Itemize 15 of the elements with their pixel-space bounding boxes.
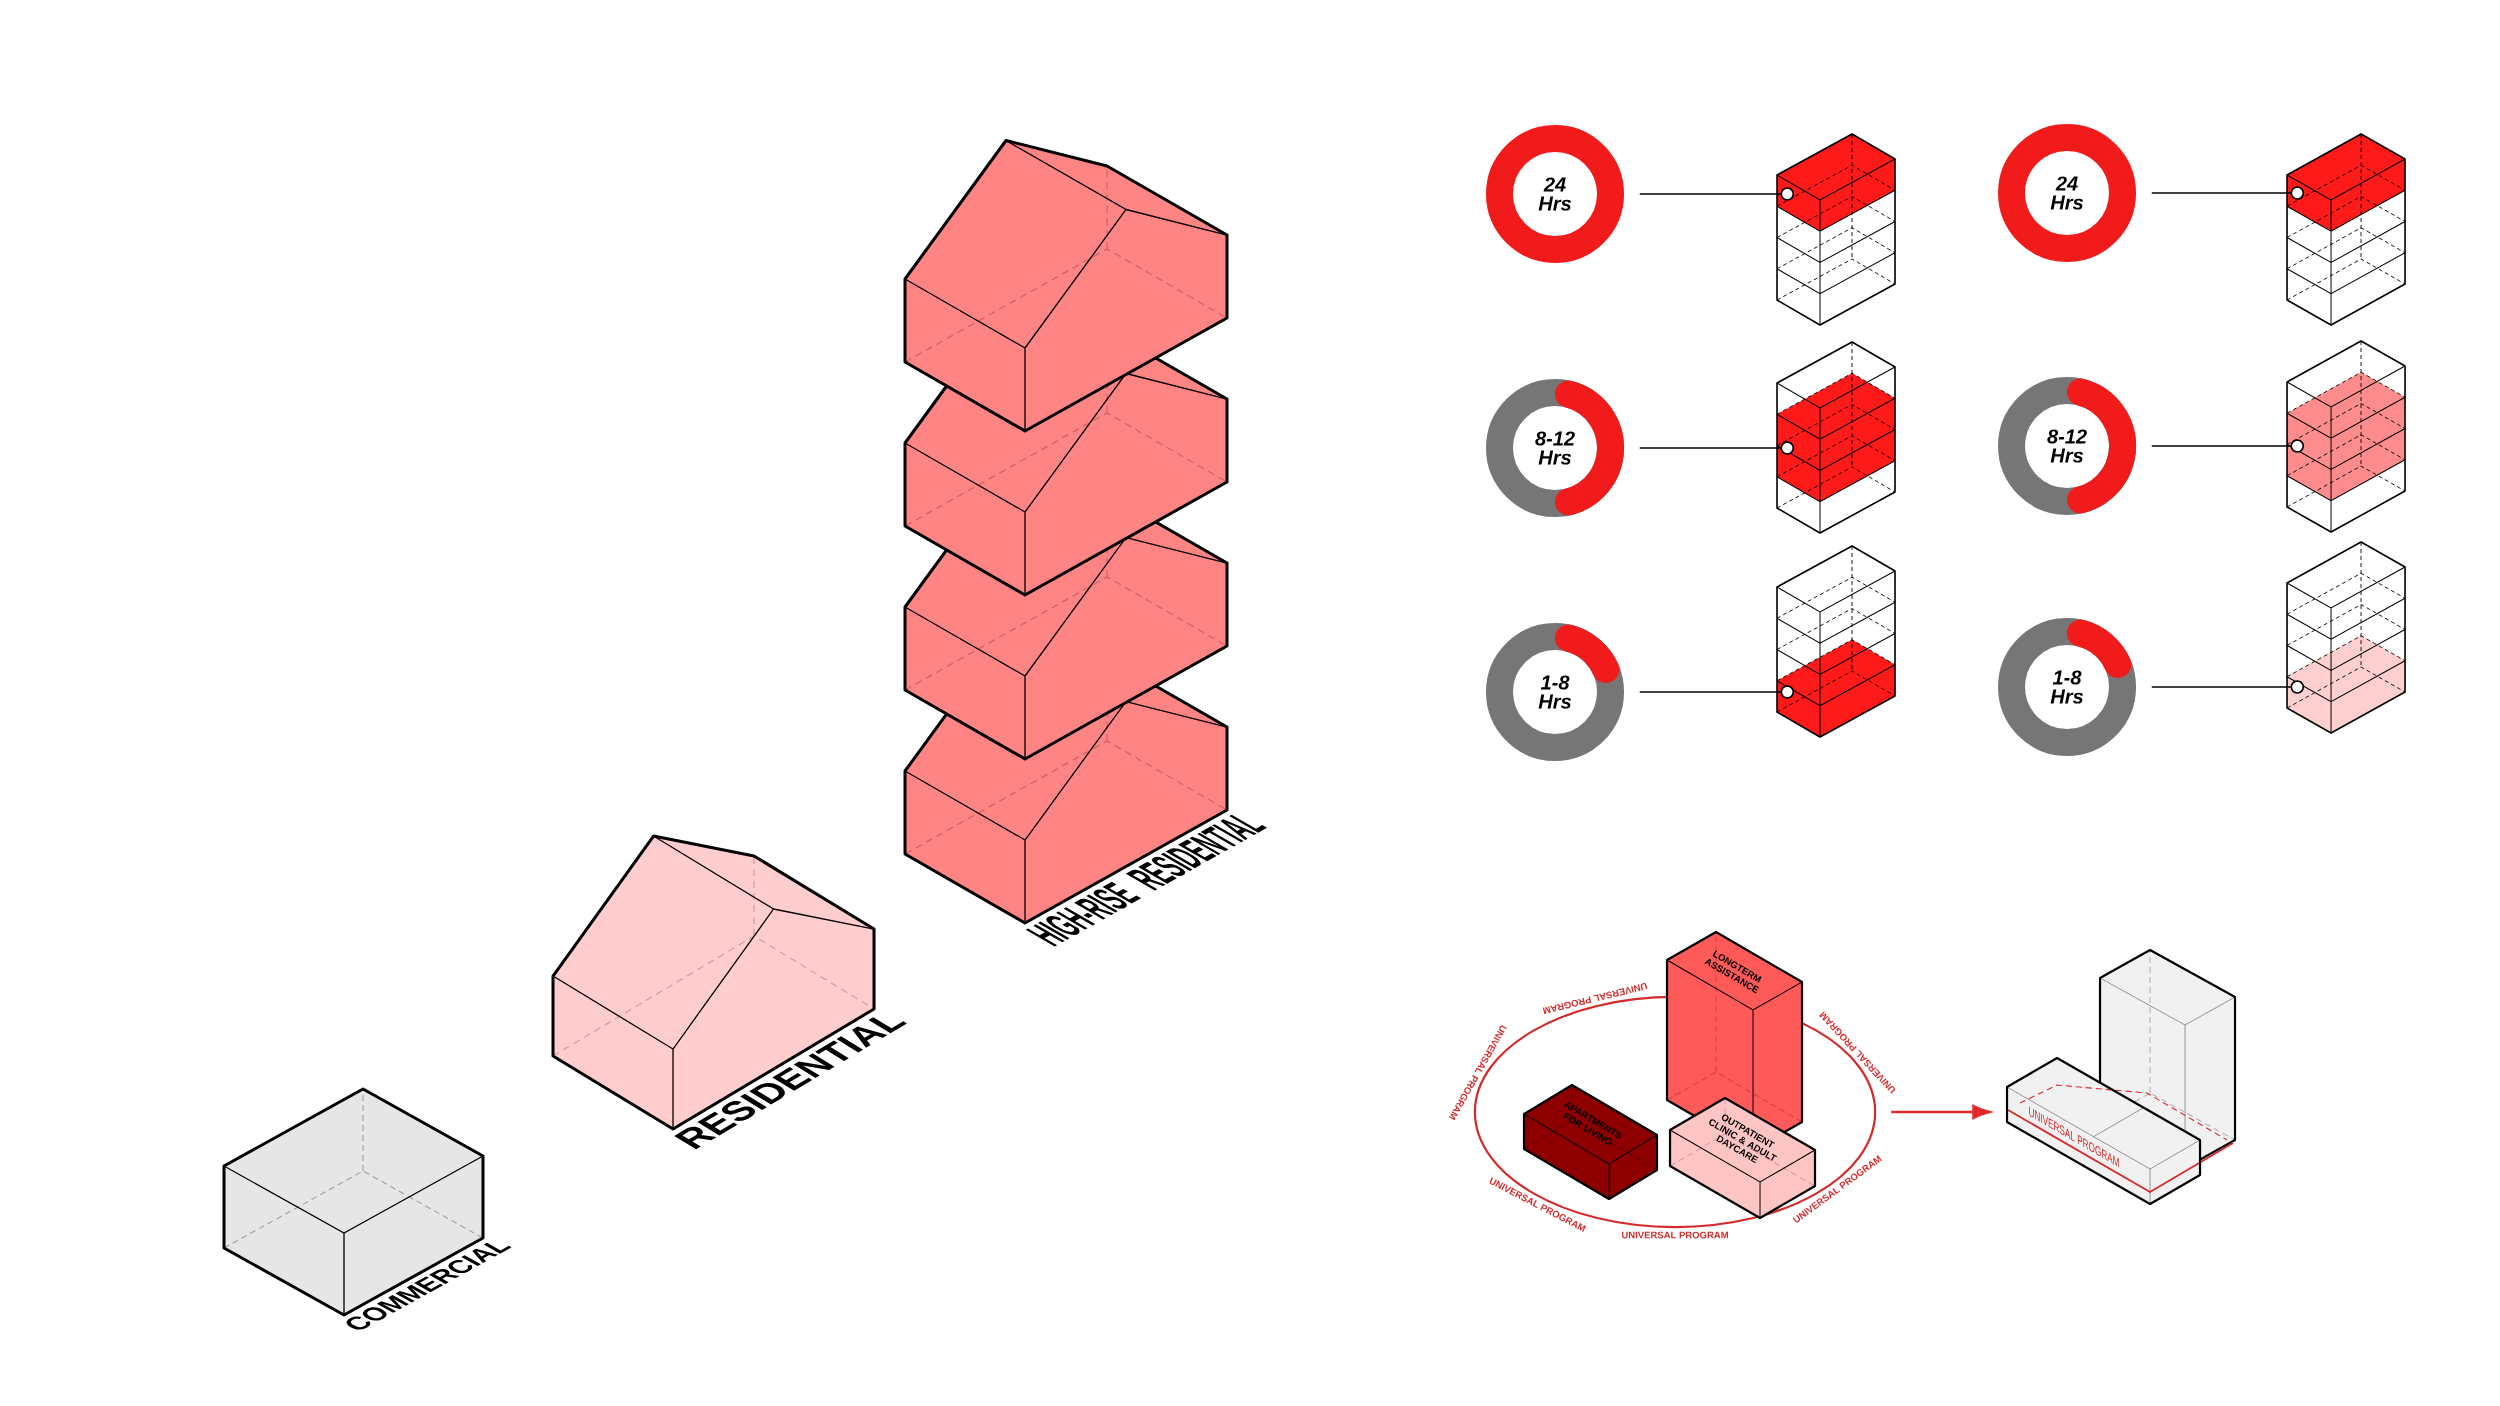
progress-ring: 1-8 Hrs [1998,618,2137,756]
floor-stack [2286,133,2406,326]
floor-stack [2286,340,2406,533]
progress-ring: 1-8 Hrs [1486,623,1625,761]
arrow [1891,1104,1991,1120]
building-label: HIGH-RISE RESIDENTIAL [1025,814,1267,947]
floor-stack [1776,545,1896,738]
progress-ring: 8-12 Hrs [1998,377,2137,515]
floor-stack [2286,541,2406,734]
floor-stack [1776,133,1896,326]
progress-ring: 24 Hrs [1998,124,2137,262]
floor-stack [1776,341,1896,534]
progress-ring: 8-12 Hrs [1486,379,1625,517]
ring-label: UNIVERSAL PROGRAM [1621,1231,1728,1239]
progress-ring: 24 Hrs [1486,125,1625,263]
